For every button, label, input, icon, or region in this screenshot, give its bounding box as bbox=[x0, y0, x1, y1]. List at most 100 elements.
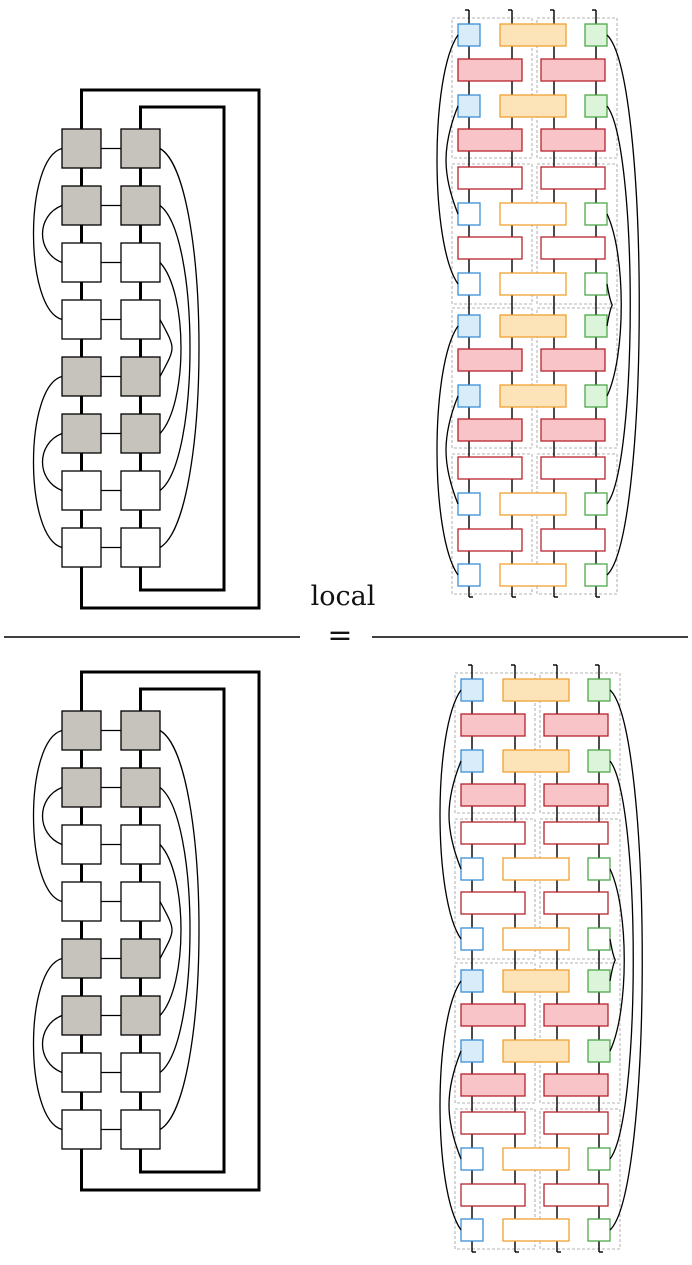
right-contraction-arc bbox=[159, 204, 191, 492]
single-site-gate-green bbox=[584, 314, 608, 338]
inner-loop-line bbox=[139, 105, 226, 592]
two-site-gate-red bbox=[460, 821, 526, 845]
right-contraction-arc bbox=[159, 262, 182, 434]
two-site-gate-orange bbox=[499, 272, 567, 296]
white-tensor-node bbox=[61, 242, 102, 283]
gray-tensor-node bbox=[61, 356, 102, 397]
left-boundary-arc bbox=[439, 689, 462, 940]
single-site-gate-blue bbox=[460, 1218, 484, 1242]
two-site-gate-orange bbox=[499, 202, 567, 226]
dashed-group-box bbox=[451, 17, 533, 159]
two-site-gate-red bbox=[457, 418, 523, 442]
two-site-gate-orange bbox=[499, 94, 567, 118]
left-contraction-arc bbox=[41, 786, 63, 846]
left-contraction-arc bbox=[41, 432, 63, 492]
two-site-gate-red bbox=[540, 528, 606, 552]
gray-tensor-node bbox=[120, 128, 161, 169]
white-tensor-node bbox=[61, 299, 102, 340]
gray-tensor-node bbox=[61, 185, 102, 226]
single-site-gate-green bbox=[587, 749, 611, 773]
dashed-group-box bbox=[454, 962, 536, 1104]
left-contraction-arc bbox=[32, 957, 63, 1131]
white-tensor-node bbox=[120, 824, 161, 865]
two-site-gate-red bbox=[457, 348, 523, 372]
two-site-gate-red bbox=[457, 128, 523, 152]
top-right-circuit-diagram bbox=[436, 9, 640, 598]
gray-tensor-node bbox=[61, 710, 102, 751]
dashed-group-box bbox=[454, 818, 536, 960]
single-site-gate-blue bbox=[457, 314, 481, 338]
gray-tensor-node bbox=[61, 413, 102, 454]
single-site-gate-blue bbox=[457, 202, 481, 226]
two-site-gate-red bbox=[457, 528, 523, 552]
dashed-group-box bbox=[536, 163, 618, 305]
single-site-gate-blue bbox=[460, 927, 484, 951]
two-site-gate-red bbox=[543, 891, 609, 915]
two-site-gate-red bbox=[460, 891, 526, 915]
white-tensor-node bbox=[61, 824, 102, 865]
two-site-gate-red bbox=[457, 58, 523, 82]
equals-sign: = bbox=[327, 618, 352, 653]
right-boundary-arc bbox=[609, 938, 616, 982]
two-site-gate-orange bbox=[502, 857, 570, 881]
two-site-gate-red bbox=[540, 348, 606, 372]
dashed-group-box bbox=[539, 1108, 621, 1250]
two-site-gate-red bbox=[543, 821, 609, 845]
two-site-gate-orange bbox=[502, 969, 570, 993]
right-contraction-arc bbox=[159, 319, 173, 377]
right-contraction-arc bbox=[159, 729, 200, 1131]
gray-tensor-node bbox=[61, 128, 102, 169]
dashed-group-box bbox=[536, 453, 618, 595]
two-site-gate-orange bbox=[502, 1147, 570, 1171]
two-site-gate-orange bbox=[502, 1039, 570, 1063]
two-site-gate-red bbox=[460, 1183, 526, 1207]
white-tensor-node bbox=[120, 299, 161, 340]
white-tensor-node bbox=[61, 881, 102, 922]
two-site-gate-orange bbox=[502, 749, 570, 773]
two-site-gate-red bbox=[543, 713, 609, 737]
single-site-gate-green bbox=[584, 94, 608, 118]
single-site-gate-blue bbox=[460, 969, 484, 993]
gray-tensor-node bbox=[120, 413, 161, 454]
left-contraction-arc bbox=[32, 147, 63, 321]
single-site-gate-blue bbox=[457, 94, 481, 118]
white-tensor-node bbox=[120, 1052, 161, 1093]
single-site-gate-green bbox=[587, 1218, 611, 1242]
two-site-gate-red bbox=[540, 58, 606, 82]
right-boundary-arc bbox=[606, 105, 631, 505]
two-site-gate-red bbox=[460, 1003, 526, 1027]
two-site-gate-orange bbox=[502, 927, 570, 951]
left-contraction-arc bbox=[32, 375, 63, 549]
left-boundary-arc bbox=[436, 34, 459, 285]
two-site-gate-orange bbox=[499, 563, 567, 587]
two-site-gate-orange bbox=[502, 678, 570, 702]
dashed-group-box bbox=[539, 672, 621, 814]
dashed-group-box bbox=[451, 307, 533, 449]
single-site-gate-blue bbox=[457, 563, 481, 587]
right-boundary-arc bbox=[609, 760, 634, 1160]
right-contraction-arc bbox=[159, 147, 200, 549]
dashed-group-box bbox=[536, 17, 618, 159]
single-site-gate-green bbox=[584, 202, 608, 226]
single-site-gate-green bbox=[584, 23, 608, 47]
gray-tensor-node bbox=[120, 185, 161, 226]
single-site-gate-blue bbox=[457, 492, 481, 516]
dashed-group-box bbox=[454, 1108, 536, 1250]
dashed-group-box bbox=[451, 453, 533, 595]
single-site-gate-green bbox=[584, 492, 608, 516]
white-tensor-node bbox=[61, 527, 102, 568]
dashed-group-box bbox=[454, 672, 536, 814]
single-site-gate-green bbox=[587, 969, 611, 993]
dashed-group-box bbox=[536, 307, 618, 449]
gray-tensor-node bbox=[61, 938, 102, 979]
two-site-gate-red bbox=[540, 456, 606, 480]
two-site-gate-red bbox=[543, 1111, 609, 1135]
left-boundary-arc bbox=[448, 1050, 462, 1160]
right-boundary-arc bbox=[609, 689, 643, 1231]
two-site-gate-red bbox=[540, 128, 606, 152]
left-boundary-arc bbox=[448, 760, 462, 870]
left-boundary-arc bbox=[436, 325, 459, 576]
single-site-gate-green bbox=[584, 563, 608, 587]
left-contraction-arc bbox=[41, 204, 63, 264]
